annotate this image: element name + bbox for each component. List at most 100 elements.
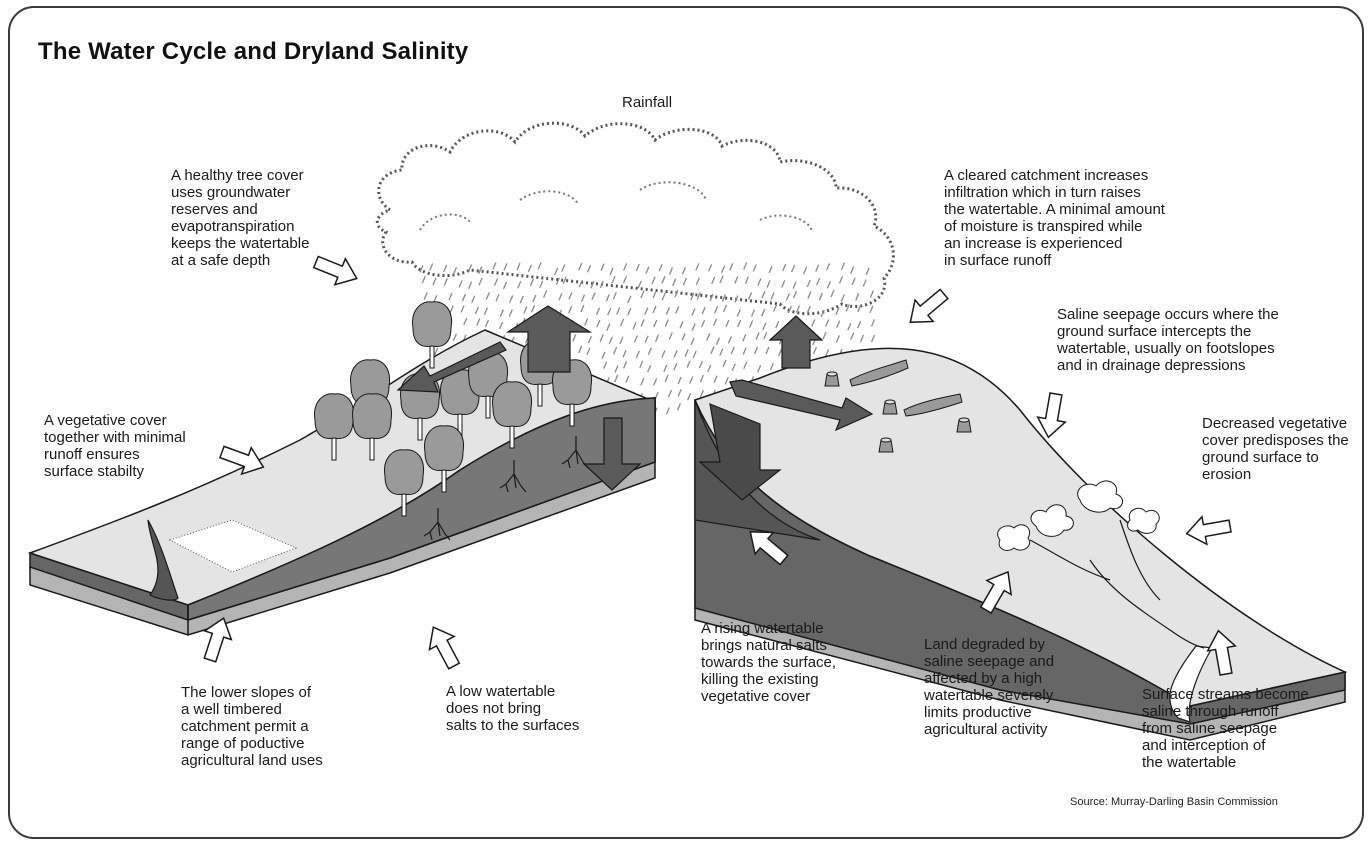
rain-streak [830,289,835,298]
evapotranspiration-arrow [505,305,593,373]
rainfall-label: Rainfall [622,94,673,111]
rain-streak [795,305,801,313]
rain-streak [599,334,604,342]
rain-streak [452,333,457,341]
rain-streak [664,374,669,383]
rain-streak [622,349,627,358]
rain-streak [663,364,668,373]
rain-streak [529,278,535,287]
rain-streak [850,266,855,274]
surface-runoff-arrow-right [729,379,874,432]
rain-streak [757,278,762,286]
rain-streak [696,292,701,300]
rain-streak [722,304,728,313]
rain-streak [633,335,639,343]
rain-streak [811,319,816,327]
rain-streak [584,318,589,326]
infiltration-arrow-right [698,403,782,501]
rain-streak [870,319,876,327]
rain-streak [824,349,830,357]
rain-streak [495,293,500,302]
rain-streak [850,332,855,340]
rain-streak [775,320,780,329]
rain-streak [517,280,522,289]
rain-streak [778,348,783,357]
rain-streak [619,336,624,345]
rain-streak [756,365,762,373]
rain-streak [736,309,741,317]
rain-streak [532,294,537,303]
rain-streak [687,392,692,401]
rain-streak [614,365,619,373]
rain-streak [820,309,825,318]
rain-streak [768,265,773,274]
rain-streak [508,309,513,317]
rain-streak [600,263,605,271]
rain-streak [625,375,630,384]
rain-streak [572,334,577,342]
rain [419,262,880,416]
rain-streak [647,347,652,356]
rain-streak [568,305,573,314]
rain-streak [530,305,536,313]
rain-streak [785,293,790,301]
rain-streak [590,280,595,289]
tree-stumps [824,359,972,453]
rain-streak [812,346,818,355]
rain-streak [595,307,601,315]
rain-streak [654,334,660,342]
rain-streak [762,322,767,331]
rain-streak [586,265,592,273]
rain-streak [449,305,454,313]
rain-streak [770,292,775,300]
rain-streak [695,277,700,286]
rain-streak [822,331,827,340]
rain-streak [840,294,845,302]
rain-streak [580,294,586,302]
rain-streak [555,277,560,285]
rain-streak [599,280,604,289]
rain-streak [749,320,754,328]
rain-streak [681,333,686,341]
rain-streak [468,281,473,289]
rain-streak [498,321,504,330]
rain-streak [606,323,611,331]
rain-streak [612,346,618,355]
rain-streak [421,275,426,284]
rain-streak [647,364,652,373]
rain-streak [661,350,666,358]
rain-streak [644,307,649,315]
rain-streak [568,292,573,300]
rain-streak [652,290,657,299]
rain-streak [855,293,860,301]
rain-streak [478,277,483,286]
rain-streak [474,306,479,315]
rain-streak [715,337,721,345]
label-decreased-vegetative-cover: Decreased vegetative cover predisposes t… [1202,415,1349,483]
rain-streak [432,277,437,286]
rain-streak [658,263,663,272]
rain-streak [429,263,434,271]
rain-streak [869,305,874,314]
source-credit: Source: Murray-Darling Basin Commission [1070,796,1278,808]
rain-streak [493,278,499,286]
rain-streak [724,376,729,385]
rain-streak [689,376,694,384]
label-vegetative-cover: A vegetative cover together with minimal… [44,412,186,480]
rain-streak [485,292,490,300]
rain-streak [690,292,695,301]
rain-streak [713,375,718,384]
rain-streak [623,263,628,271]
rain-streak [661,276,666,284]
rain-streak [639,360,644,369]
rain-streak [587,335,593,344]
rain-streak [653,378,658,386]
rain-streak [674,289,679,298]
rain-streak [707,364,712,373]
rain-streak [692,350,697,358]
rain-streak [782,263,787,272]
rain-streak [719,275,724,284]
rain-streak [695,263,700,271]
rain-streak [653,319,658,328]
